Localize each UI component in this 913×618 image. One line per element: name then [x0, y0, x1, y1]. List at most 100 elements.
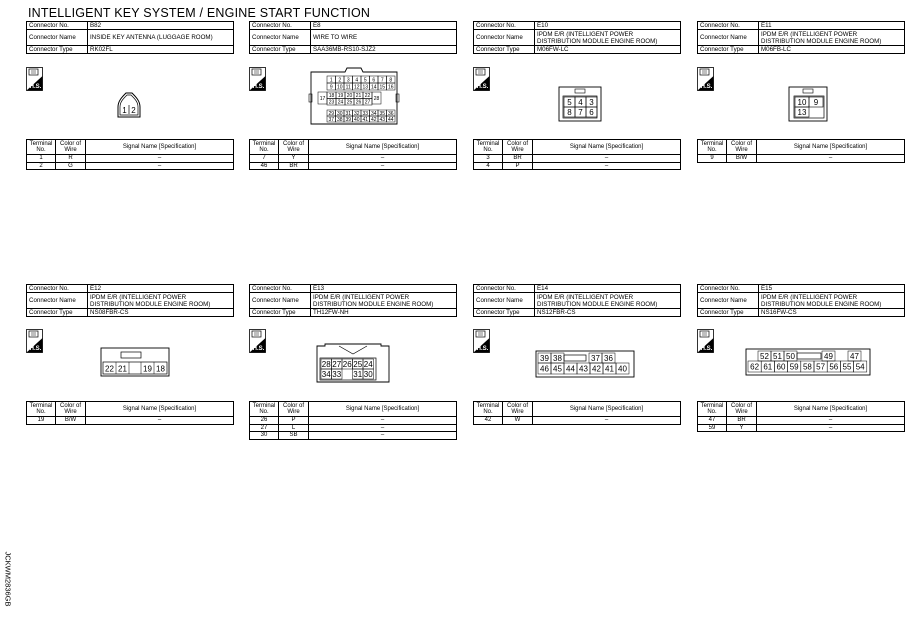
pin-number: 31 [353, 370, 362, 379]
pin-number: 16 [388, 85, 394, 91]
pin-number: 62 [750, 363, 759, 372]
connector-name: IPDM E/R (INTELLIGENT POWER DISTRIBUTION… [534, 292, 681, 309]
pin-number: 25 [347, 100, 353, 106]
pin-number: 6 [589, 108, 594, 117]
pin-number: 9 [330, 85, 333, 91]
connector-no: E8 [310, 21, 457, 30]
connector-type-label: Connector Type [249, 308, 311, 317]
signal-name-header: Signal Name [Specification] [532, 401, 681, 417]
pin-number: 10 [337, 85, 343, 91]
terminal-no-header: Terminal No. [249, 401, 279, 417]
terminal-no-header: Terminal No. [473, 139, 503, 155]
hs-label: H.S. [701, 346, 713, 352]
pin-number: 1 [330, 78, 333, 84]
hs-label: H.S. [701, 84, 713, 90]
pin-number: 20 [347, 93, 353, 99]
harness-side-icon: H.S. [473, 67, 490, 91]
signal-name: – [756, 154, 905, 163]
connector-type-label: Connector Type [697, 45, 759, 54]
pin-number: 22 [365, 93, 371, 99]
connector-no-label: Connector No. [697, 284, 759, 293]
pin-number: 1 [122, 106, 127, 115]
connector-name-label: Connector Name [473, 292, 535, 309]
connector-type-label: Connector Type [26, 45, 88, 54]
pin-number: 43 [579, 365, 588, 374]
connector-no: E11 [758, 21, 905, 30]
pin-number: 28 [374, 96, 380, 102]
pin-number: 22 [105, 365, 114, 374]
connector-type: M06FW-LC [534, 45, 681, 54]
pin-number: 26 [356, 100, 362, 106]
color-of-wire-header: Color of Wire [278, 401, 309, 417]
pin-number: 24 [364, 360, 373, 369]
terminal-number: 26 [249, 416, 279, 425]
harness-side-icon: H.S. [473, 329, 490, 353]
pin-number: 49 [824, 352, 833, 361]
pin-number: 37 [328, 117, 334, 123]
wire-color: B/W [726, 154, 757, 163]
terminal-number: 27 [249, 423, 279, 432]
pin-number: 2 [131, 106, 136, 115]
wire-color: BR [726, 416, 757, 425]
signal-name-header: Signal Name [Specification] [308, 401, 457, 417]
connector-type-label: Connector Type [249, 45, 311, 54]
pin-number: 57 [816, 363, 825, 372]
signal-name-header: Signal Name [Specification] [756, 139, 905, 155]
pin-number: 10 [798, 98, 807, 107]
connector-name-label: Connector Name [26, 292, 88, 309]
harness-side-icon: H.S. [697, 67, 714, 91]
pin-number: 18 [156, 365, 165, 374]
pin-number: 5 [364, 78, 367, 84]
connector-type-label: Connector Type [697, 308, 759, 317]
pin-number: 44 [388, 117, 394, 123]
terminal-number: 47 [697, 416, 727, 425]
connector-type-label: Connector Type [473, 308, 535, 317]
hs-label: H.S. [253, 346, 265, 352]
harness-side-icon: H.S. [26, 329, 43, 353]
pin-number: 15 [379, 85, 385, 91]
pin-number: 38 [337, 117, 343, 123]
pin-number: 8 [389, 78, 392, 84]
hs-label: H.S. [477, 84, 489, 90]
pin-number: 39 [540, 354, 549, 363]
document-code: JCKWM2836GB [3, 551, 13, 607]
pin-number: 27 [365, 100, 371, 106]
terminal-number: 42 [473, 416, 503, 425]
pin-number: 6 [372, 78, 375, 84]
pin-number: 3 [589, 98, 594, 107]
pin-number: 55 [843, 363, 852, 372]
connector-type: SAA36MB-RS10-SJZ2 [310, 45, 457, 54]
pin-number: 17 [320, 96, 326, 102]
wire-color: B/W [55, 416, 86, 425]
connector-name-label: Connector Name [249, 29, 311, 46]
connector-no: B82 [87, 21, 234, 30]
connector-name-label: Connector Name [249, 292, 311, 309]
pin-number: 30 [364, 370, 373, 379]
hs-label: H.S. [477, 346, 489, 352]
signal-name-header: Signal Name [Specification] [532, 139, 681, 155]
wire-color: BR [278, 161, 309, 170]
terminal-number: 46 [249, 161, 279, 170]
terminal-no-header: Terminal No. [697, 139, 727, 155]
pin-number: 42 [371, 117, 377, 123]
pin-number: 4 [578, 98, 583, 107]
